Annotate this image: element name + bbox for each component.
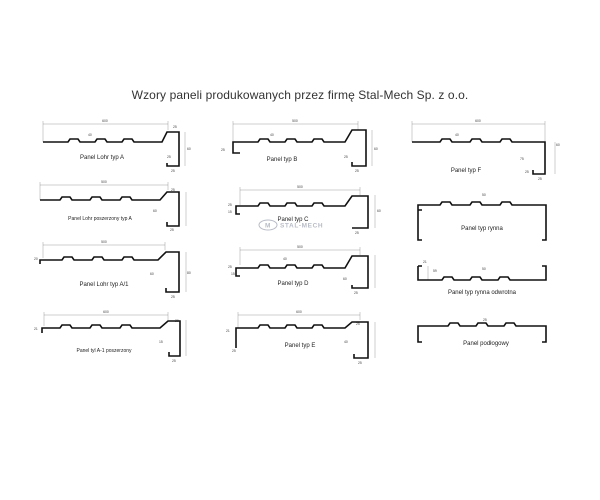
dim-foot: 25 <box>170 228 174 232</box>
dim-rib: 50 <box>482 267 486 271</box>
dim-rib: 40 <box>88 133 92 137</box>
panel-typ-c: 500 25 15 60 25 Panel typ C <box>228 185 381 235</box>
panel-profile <box>235 195 369 229</box>
dim-lip: 20 <box>34 257 38 261</box>
panel-lohr-typ-a1: 500 20 60 80 25 Panel Lohr typ A/1 <box>34 240 191 299</box>
panel-label: Panel typ D <box>277 281 309 287</box>
dim-foot: 25 <box>354 291 358 295</box>
dim-lip: 25 <box>525 170 529 174</box>
dim-height: 60 <box>187 147 191 151</box>
dim-height: 60 <box>556 143 560 147</box>
dim-width: 500 <box>292 119 298 123</box>
dim-total: 80 <box>187 271 191 275</box>
panel-lohr-poszerzony-typ-a: 500 25 60 25 Panel Lohr poszerzony typ A <box>39 180 187 232</box>
watermark-mark: M <box>265 223 271 230</box>
dim-foot: 25 <box>355 231 359 235</box>
dim-width: 600 <box>103 310 109 314</box>
panel-lohr-typ-a: 600 25 40 60 25 25 Panel Lohr typ A <box>42 119 191 173</box>
panel-label: Panel typ C <box>277 217 309 223</box>
panel-label: Panel typ B <box>267 157 298 163</box>
dim-left: 25 <box>228 265 232 269</box>
panel-label: Panel typ E <box>285 343 316 349</box>
panel-tyl-a1-poszerzony: 600 21 20 15 25 Panel tyl A-1 poszerzony <box>34 310 187 363</box>
dim-lip: 21 <box>34 327 38 331</box>
dim-width: 500 <box>101 180 107 184</box>
panel-profile <box>235 321 369 359</box>
dim-width: 600 <box>102 119 108 123</box>
dim-rib: 25 <box>483 318 487 322</box>
dim-inner: 59 <box>433 269 437 273</box>
dim-top: 25 <box>173 125 177 129</box>
panel-typ-b: 500 40 25 60 25 25 Panel typ B <box>221 119 378 173</box>
dim-foot: 25 <box>171 295 175 299</box>
dim-foot: 25 <box>172 359 176 363</box>
panel-profile <box>43 131 180 167</box>
panel-typ-e: 600 21 25 40 25 25 Panel typ E <box>226 310 376 365</box>
panel-profile <box>232 129 367 167</box>
panel-label: Panel podłogowy <box>463 341 509 347</box>
dim-foot: 25 <box>355 169 359 173</box>
dim-rib: 40 <box>270 133 274 137</box>
panel-typ-rynna: 50 Panel typ rynna <box>417 193 547 241</box>
dim-height: 60 <box>374 147 378 151</box>
panel-typ-d: 500 40 25 60 25 15 Panel typ D <box>228 245 376 295</box>
dim-rib: 40 <box>283 257 287 261</box>
panel-label: Panel typ rynna odwrotna <box>448 290 517 296</box>
watermark-text: STAL-MECH <box>280 223 323 230</box>
panel-podlogowy: 25 Panel podłogowy <box>417 318 547 347</box>
dim-left: 25 <box>232 349 236 353</box>
watermark-logo-icon <box>258 219 278 231</box>
panel-label: Panel typ F <box>451 168 482 174</box>
dim-top: 25 <box>171 188 175 192</box>
dim-rib: 40 <box>455 133 459 137</box>
dim-width: 500 <box>297 185 303 189</box>
panel-profile <box>417 201 547 241</box>
dim-rib: 50 <box>482 193 486 197</box>
page-title: Wzory paneli produkowanych przez firmę S… <box>131 88 469 102</box>
dim-lip: 15 <box>228 210 232 214</box>
panel-label: Panel Lohr poszerzony typ A <box>68 216 132 222</box>
dim-top: 25 <box>356 322 360 326</box>
panel-profile <box>417 265 547 281</box>
dim-foot: 25 <box>171 169 175 173</box>
dim-height: 60 <box>377 209 381 213</box>
dim-inner: 25 <box>167 155 171 159</box>
dim-inner: 25 <box>344 155 348 159</box>
panel-label: Panel tyl A-1 poszerzony <box>76 348 132 354</box>
dim-lip: 15 <box>231 272 235 276</box>
watermark: M STAL-MECH <box>258 219 323 231</box>
dim-side: 21 <box>423 260 427 264</box>
dim-width: 500 <box>297 245 303 249</box>
dim-height: 60 <box>343 277 347 281</box>
dim-height: 60 <box>153 209 157 213</box>
dim-foot: 25 <box>538 177 542 181</box>
panel-typ-rynna-odwrotna: 21 59 50 Panel typ rynna odwrotna <box>417 260 547 296</box>
dim-left: 25 <box>221 148 225 152</box>
panel-profile <box>39 251 180 293</box>
dim-width: 500 <box>101 240 107 244</box>
dim-left: 25 <box>228 203 232 207</box>
panel-label: Panel Lohr typ A <box>80 155 124 161</box>
dim-width: 600 <box>296 310 302 314</box>
panel-profile <box>412 138 546 175</box>
dim-lip: 21 <box>226 329 230 333</box>
panel-label: Panel typ rynna <box>461 226 503 232</box>
dim-inner: 75 <box>520 157 524 161</box>
dim-height: 40 <box>344 340 348 344</box>
panel-label: Panel Lohr typ A/1 <box>79 282 129 288</box>
panel-typ-f: 600 40 25 60 75 25 Panel typ F <box>411 119 560 181</box>
panel-profile <box>40 191 180 227</box>
dim-height: 15 <box>159 340 163 344</box>
panel-profile <box>235 255 369 289</box>
dim-width: 600 <box>475 119 481 123</box>
dim-foot: 25 <box>358 361 362 365</box>
panel-profile <box>417 322 547 343</box>
panel-profile <box>41 320 181 357</box>
dim-height: 60 <box>150 272 154 276</box>
